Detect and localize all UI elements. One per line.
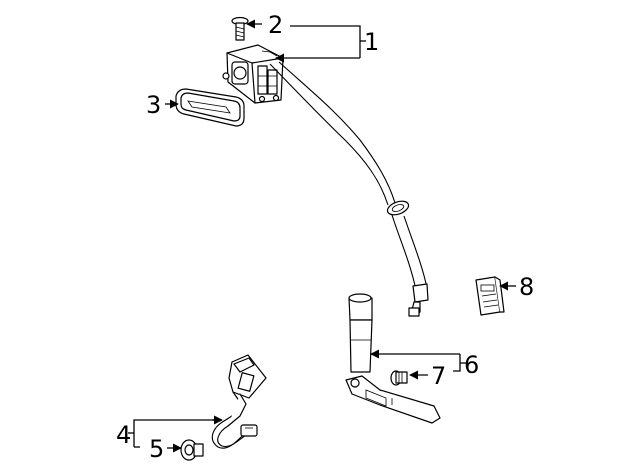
buckle-stalk-part-6	[345, 293, 441, 424]
callout-7: 7	[431, 362, 446, 390]
callout-2: 2	[268, 11, 283, 39]
callout-4: 4	[116, 421, 131, 449]
callout-8: 8	[519, 273, 534, 301]
clip-part-8	[475, 276, 505, 316]
buckle-part-4	[211, 354, 267, 449]
callout-3: 3	[146, 91, 161, 119]
callout-5: 5	[149, 435, 164, 463]
retractor-part-1	[222, 44, 284, 104]
callout-6: 6	[464, 351, 479, 379]
bolt-part-2	[231, 16, 249, 41]
bolt-part-5	[180, 439, 204, 461]
shoulder-belt-webbing	[269, 61, 429, 317]
trim-cover-part-3	[175, 88, 245, 127]
bolt-part-7	[390, 370, 408, 386]
callout-1: 1	[364, 28, 379, 56]
leader-lines	[128, 19, 516, 453]
